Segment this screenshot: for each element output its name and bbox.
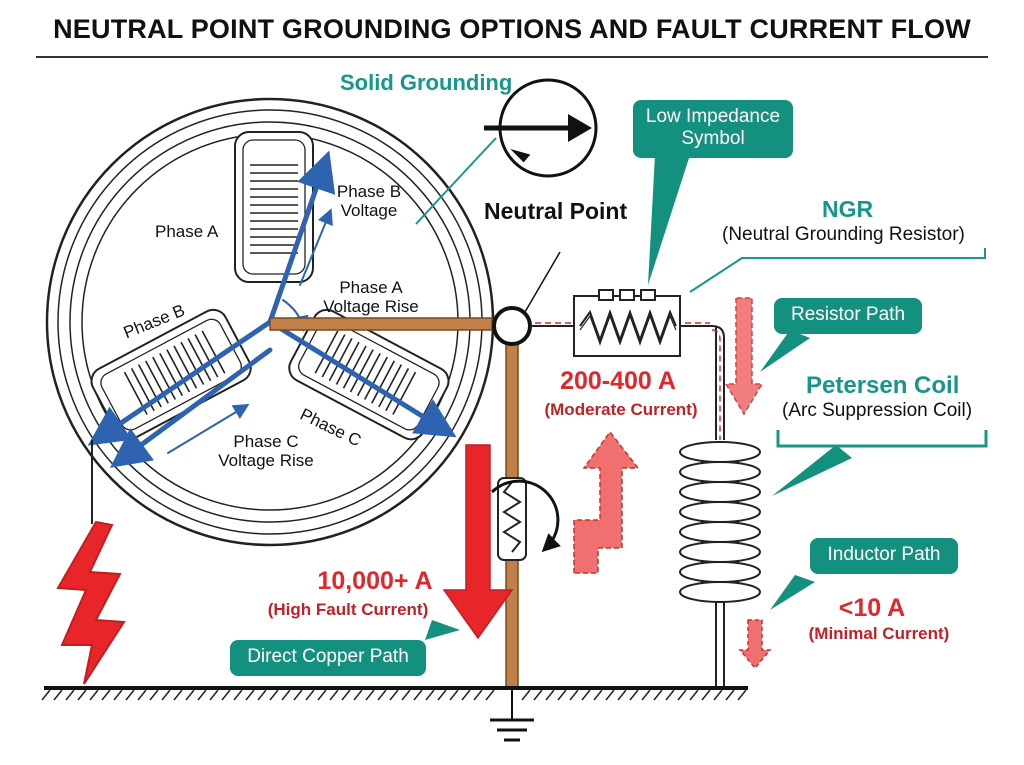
- ngr-current-desc: (Moderate Current): [544, 400, 698, 419]
- ngr-bracket: [689, 248, 986, 293]
- coil-current-desc: (Minimal Current): [808, 624, 950, 643]
- phasor-arrows: [87, 150, 457, 468]
- neutral-point-node: [492, 306, 532, 346]
- ngr-label: NGR: [822, 196, 874, 222]
- phase-a-rise-arrow: [299, 208, 333, 286]
- petersen-coil-label: Petersen Coil: [806, 372, 960, 399]
- inductor-path-callout: Inductor Path: [810, 538, 958, 574]
- solid-grounding-symbol: [484, 78, 598, 178]
- phase-b-ground-phasor: [87, 319, 273, 446]
- phase-c-voltage-rise-label: Phase C Voltage Rise: [218, 432, 314, 470]
- phase-b-phasor: [267, 150, 336, 325]
- solid-current-desc: (High Fault Current): [267, 600, 429, 619]
- ngr-branch-wiring: [530, 325, 725, 688]
- low-impedance-callout: Low Impedance Symbol: [633, 100, 793, 158]
- stator-coils: [123, 164, 417, 415]
- solid-grounding-label: Solid Grounding: [340, 70, 513, 95]
- ngr-resistor: [573, 289, 681, 357]
- callout-pointers: [425, 155, 852, 640]
- direct-copper-path-callout: Direct Copper Path: [230, 640, 426, 676]
- resistor-path-callout: Resistor Path: [774, 298, 922, 334]
- petersen-coil-sub-label: (Arc Suppression Coil): [782, 400, 973, 421]
- petersen-coil: [679, 441, 761, 603]
- phase-c-phasor: [267, 319, 457, 438]
- neutral-point-label: Neutral Point: [484, 198, 628, 224]
- phase-a-label: Phase A: [155, 222, 219, 241]
- coil-current-value: <10 A: [838, 594, 906, 622]
- lightning-bolt: [56, 520, 126, 685]
- title-underline: [36, 56, 988, 58]
- earth-ground: [41, 686, 748, 742]
- phase-c-rise-arrow: [167, 403, 250, 454]
- solid-grounding-leader: [439, 137, 497, 199]
- low-impedance-resistor: [490, 477, 561, 561]
- phase-b-shift-phasor: [109, 347, 273, 468]
- fault-arrows: [442, 297, 772, 670]
- page-title: NEUTRAL POINT GROUNDING OPTIONS AND FAUL…: [53, 14, 971, 44]
- neutral-point-leader: [524, 251, 561, 313]
- petersen-bracket: [776, 430, 988, 448]
- phase-a-voltage-rise-label: Phase A Voltage Rise: [323, 278, 419, 316]
- phase-b-voltage-label: Phase B Voltage: [336, 182, 402, 220]
- title-bar: NEUTRAL POINT GROUNDING OPTIONS AND FAUL…: [0, 0, 1024, 58]
- solid-current-value: 10,000+ A: [317, 567, 433, 595]
- ngr-current-value: 200-400 A: [560, 367, 676, 395]
- ngr-full-label: (Neutral Grounding Resistor): [722, 224, 965, 245]
